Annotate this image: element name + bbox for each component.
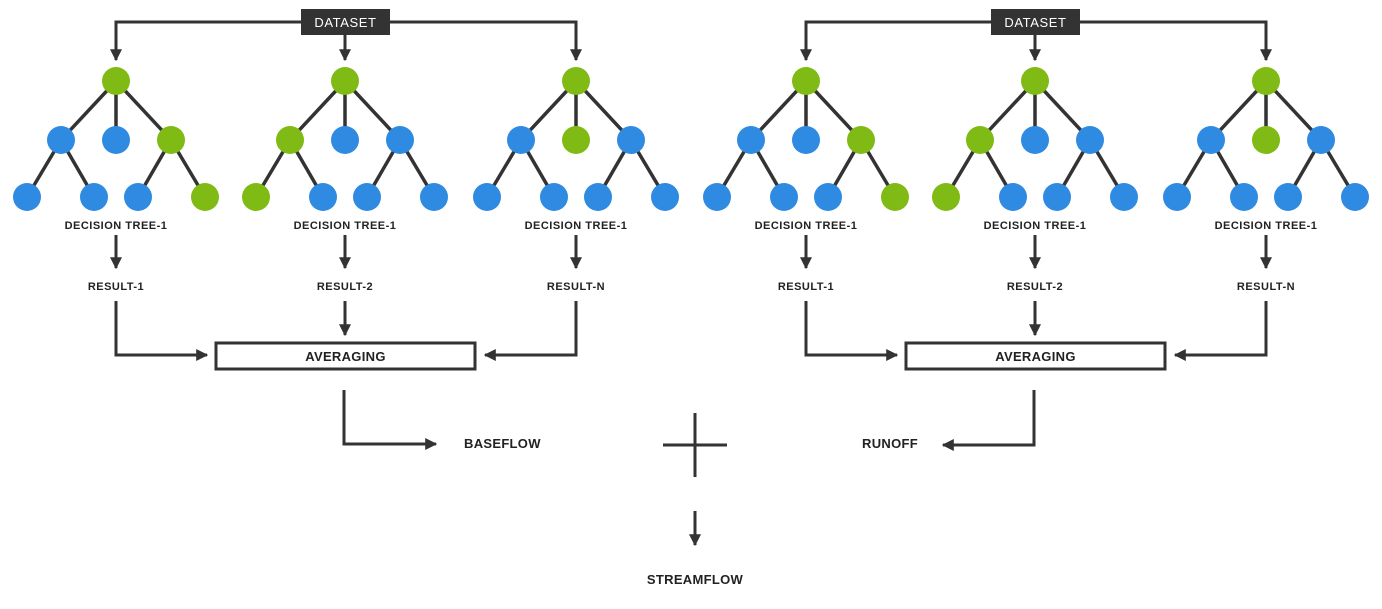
tree-node-green <box>331 67 359 95</box>
tree-label: DECISION TREE-1 <box>294 220 397 232</box>
tree-node-green <box>881 183 909 211</box>
tree-node-blue <box>617 126 645 154</box>
tree-node-blue <box>792 126 820 154</box>
result-to-averaging-arrow <box>114 301 209 361</box>
dataset-label: DATASET <box>314 15 376 30</box>
tree-node-green <box>562 126 590 154</box>
tree-node-green <box>792 67 820 95</box>
tree-node-blue <box>999 183 1027 211</box>
decision-tree-3 <box>1163 67 1369 211</box>
tree-node-green <box>847 126 875 154</box>
tree-node-green <box>1021 67 1049 95</box>
averaging-box <box>214 341 477 371</box>
tree-node-green <box>102 67 130 95</box>
result-label: RESULT-2 <box>317 281 373 293</box>
decision-tree-2 <box>932 67 1138 211</box>
tree-node-green <box>966 126 994 154</box>
tree-node-blue <box>473 183 501 211</box>
tree-node-blue <box>1230 183 1258 211</box>
tree-node-blue <box>540 183 568 211</box>
tree-node-green <box>1252 67 1280 95</box>
averaging-to-output-arrow <box>941 390 1036 451</box>
tree-node-green <box>242 183 270 211</box>
runoff-label: RUNOFF <box>862 436 918 451</box>
baseflow-label: BASEFLOW <box>464 436 541 451</box>
tree-node-blue <box>420 183 448 211</box>
tree-node-blue <box>13 183 41 211</box>
tree-label: DECISION TREE-1 <box>1215 220 1318 232</box>
tree-node-blue <box>1307 126 1335 154</box>
tree-node-blue <box>124 183 152 211</box>
result-to-averaging-arrow <box>1173 301 1268 361</box>
plus-icon <box>663 413 727 477</box>
decision-tree-3 <box>473 67 679 211</box>
averaging-box <box>904 341 1167 371</box>
tree-node-blue <box>737 126 765 154</box>
streamflow-label: STREAMFLOW <box>647 572 744 587</box>
tree-node-blue <box>1110 183 1138 211</box>
averaging-to-output-arrow <box>342 390 438 450</box>
dataset-box <box>301 9 390 35</box>
tree-node-blue <box>703 183 731 211</box>
tree-node-blue <box>331 126 359 154</box>
result-to-averaging-arrow <box>804 301 899 361</box>
tree-label: DECISION TREE-1 <box>65 220 168 232</box>
result-label: RESULT-1 <box>778 281 834 293</box>
result-label: RESULT-1 <box>88 281 144 293</box>
decision-tree-1 <box>13 67 219 211</box>
tree-node-green <box>276 126 304 154</box>
tree-node-blue <box>507 126 535 154</box>
tree-label: DECISION TREE-1 <box>525 220 628 232</box>
tree-node-green <box>191 183 219 211</box>
tree-node-blue <box>584 183 612 211</box>
tree-node-blue <box>1021 126 1049 154</box>
tree-node-blue <box>309 183 337 211</box>
dataset-label: DATASET <box>1004 15 1066 30</box>
tree-node-blue <box>1043 183 1071 211</box>
tree-label: DECISION TREE-1 <box>755 220 858 232</box>
dataset-to-tree-3-arrow <box>390 20 582 62</box>
averaging-label: AVERAGING <box>305 349 385 364</box>
tree-node-blue <box>47 126 75 154</box>
tree-label: DECISION TREE-1 <box>984 220 1087 232</box>
dataset-to-tree-1-arrow <box>110 20 301 62</box>
panel-baseflow: DATASET DECISION TREE-1 DECISION TREE-1 … <box>13 9 679 451</box>
dataset-box <box>991 9 1080 35</box>
tree-node-blue <box>651 183 679 211</box>
tree-node-green <box>1252 126 1280 154</box>
tree-node-blue <box>1274 183 1302 211</box>
tree-node-green <box>932 183 960 211</box>
tree-node-blue <box>102 126 130 154</box>
tree-node-blue <box>1341 183 1369 211</box>
tree-node-green <box>562 67 590 95</box>
tree-node-blue <box>1163 183 1191 211</box>
dataset-to-tree-3-arrow <box>1080 20 1272 62</box>
result-label: RESULT-2 <box>1007 281 1063 293</box>
tree-node-blue <box>386 126 414 154</box>
tree-node-blue <box>80 183 108 211</box>
panel-runoff: DATASET DECISION TREE-1 DECISION TREE-1 … <box>703 9 1369 451</box>
tree-node-green <box>157 126 185 154</box>
result-label: RESULT-N <box>547 281 605 293</box>
averaging-label: AVERAGING <box>995 349 1075 364</box>
dataset-to-tree-1-arrow <box>800 20 991 62</box>
tree-node-blue <box>1197 126 1225 154</box>
result-to-averaging-arrow <box>483 301 578 361</box>
result-label: RESULT-N <box>1237 281 1295 293</box>
tree-node-blue <box>1076 126 1104 154</box>
tree-node-blue <box>814 183 842 211</box>
decision-tree-1 <box>703 67 909 211</box>
tree-node-blue <box>353 183 381 211</box>
tree-node-blue <box>770 183 798 211</box>
decision-tree-2 <box>242 67 448 211</box>
